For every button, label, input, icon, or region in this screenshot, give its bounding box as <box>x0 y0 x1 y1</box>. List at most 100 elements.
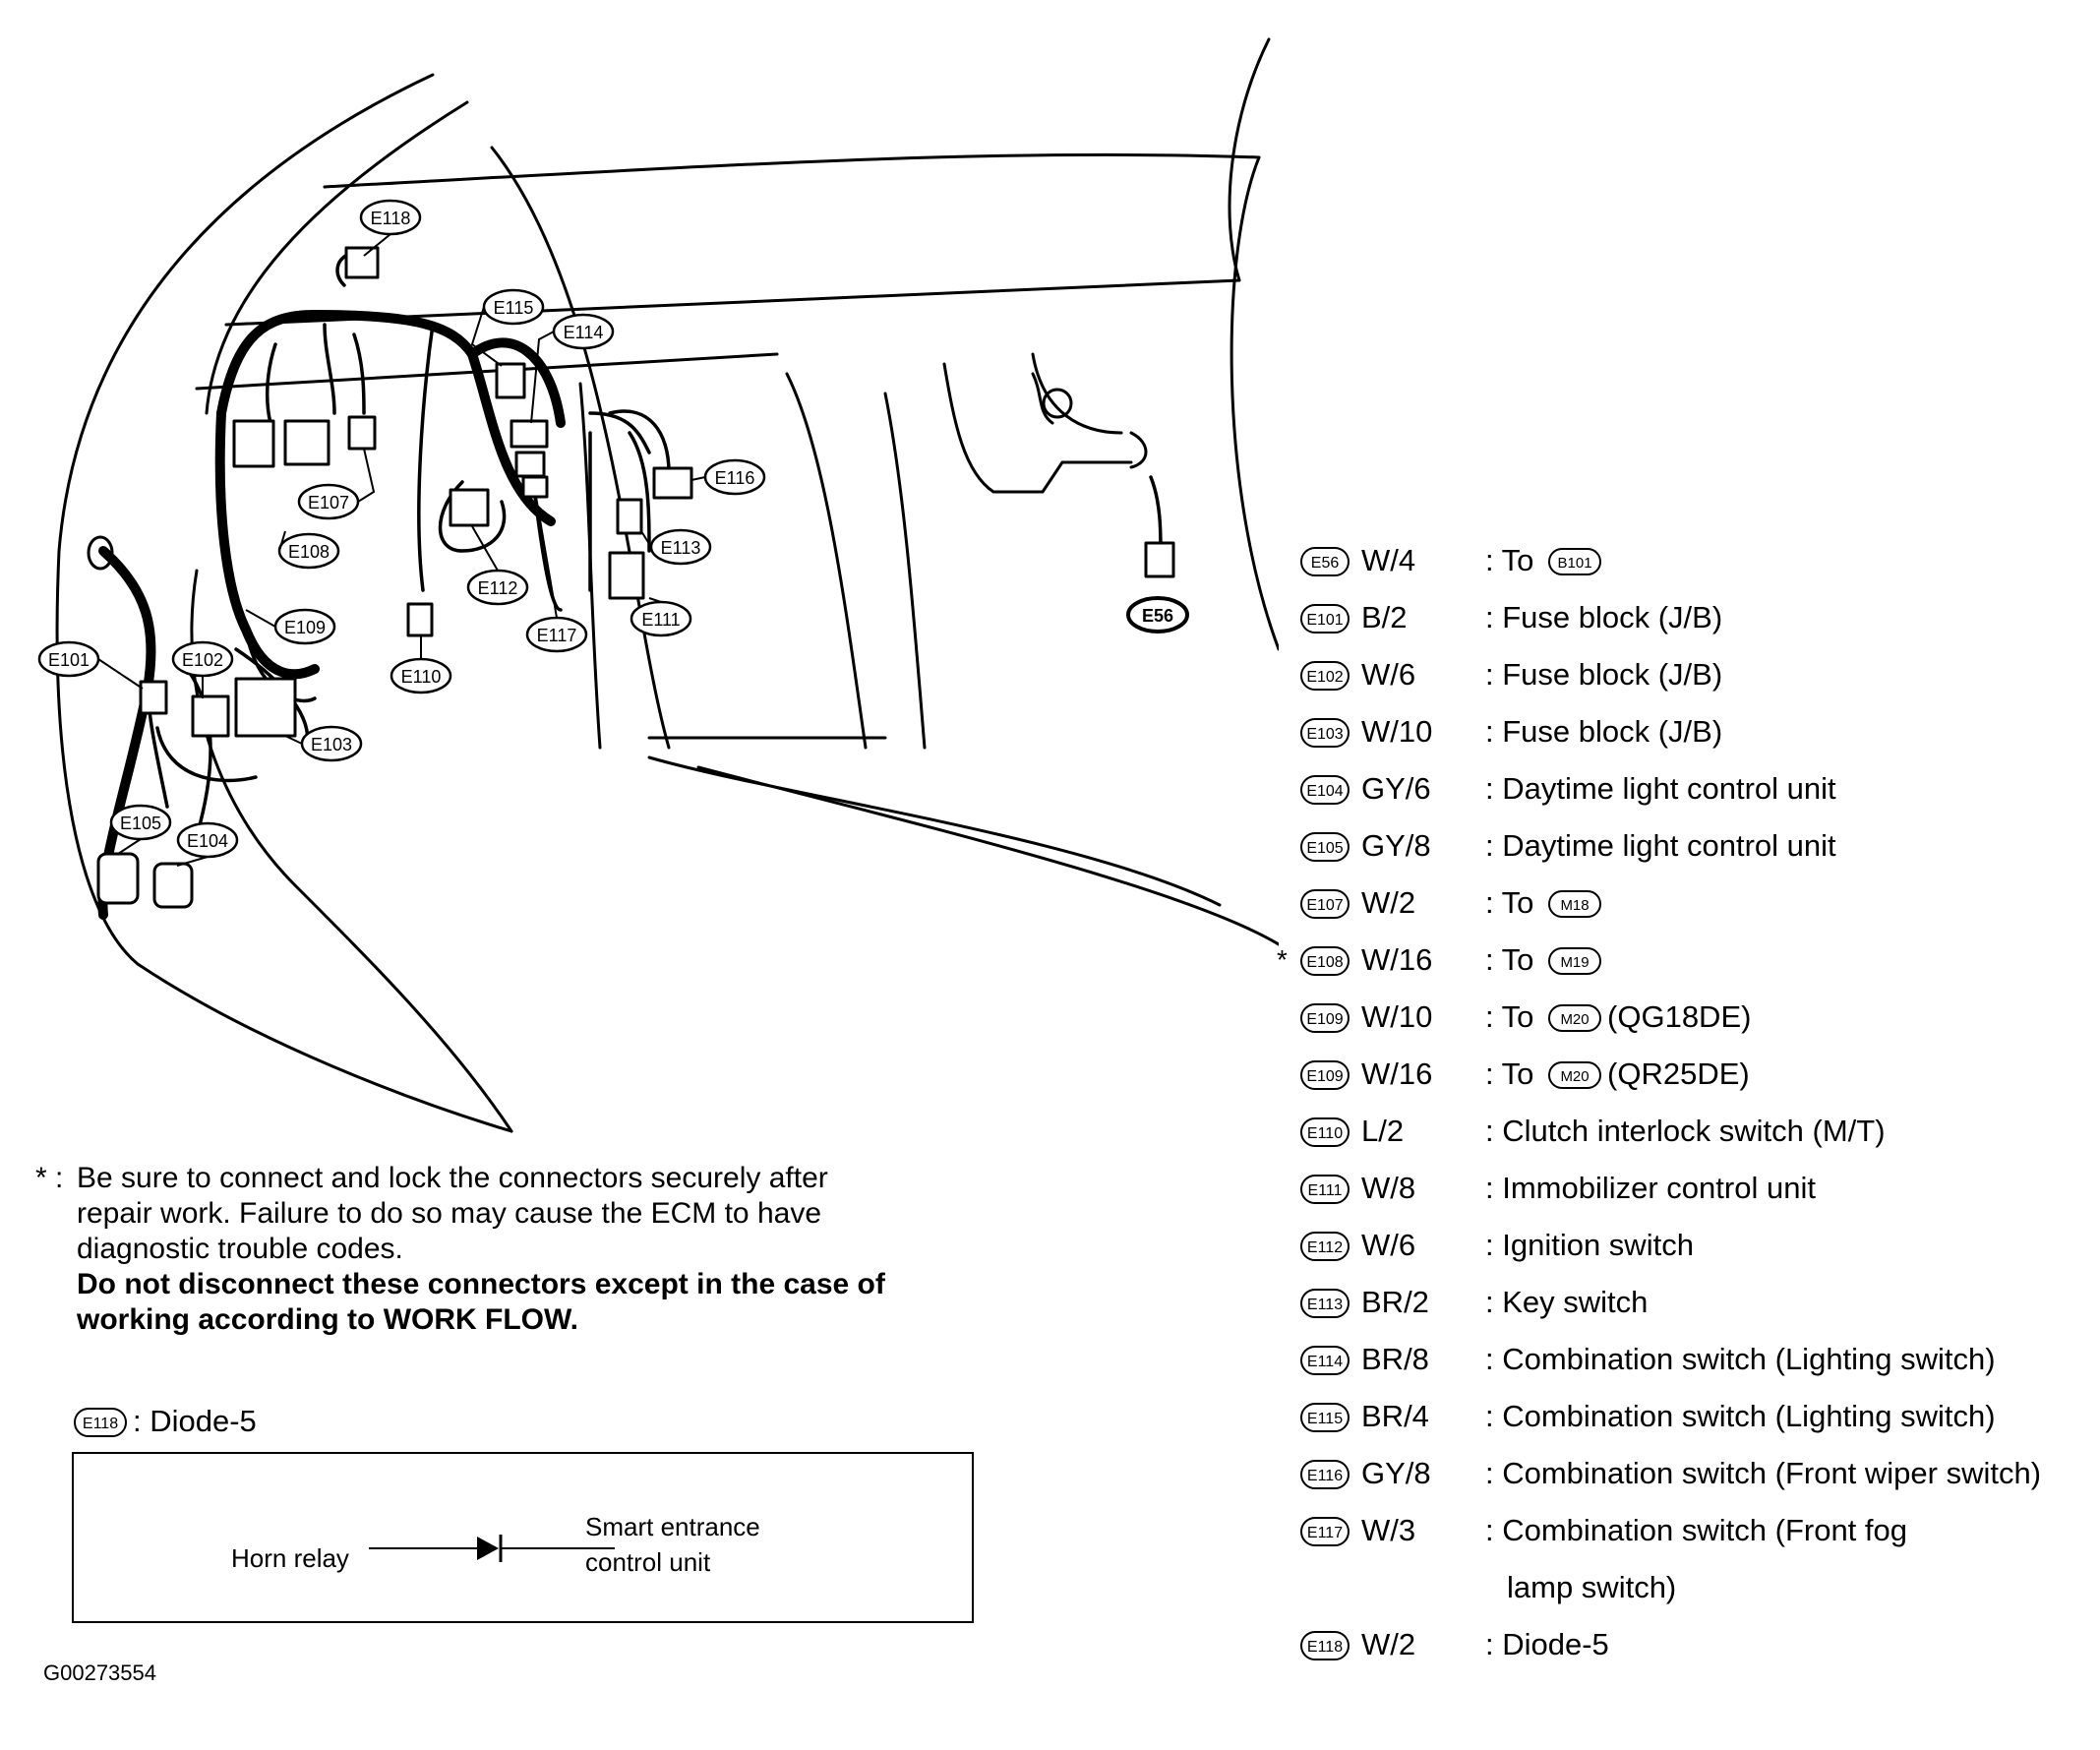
diode-icon <box>369 1535 615 1562</box>
legend-row-E111: E111 W/8 : Immobilizer control unit <box>1300 1169 2087 1208</box>
callout-E107: E107 <box>297 483 360 520</box>
legend-row-E114: E114 BR/8 : Combination switch (Lighting… <box>1300 1340 2087 1379</box>
svg-text:E116: E116 <box>715 468 755 488</box>
wire-color: L/2 <box>1361 1114 1405 1148</box>
callout-E56: E56 <box>1126 596 1189 634</box>
legend-description: : Daytime light control unit <box>1485 828 1836 863</box>
diode-title: E118: Diode-5 <box>74 1402 257 1441</box>
legend-description: : Fuse block (J/B) <box>1485 600 1723 634</box>
svg-text:E103: E103 <box>311 735 352 754</box>
connector-id-badge: E109 <box>1300 1003 1350 1033</box>
connector-id-badge: E109 <box>1300 1060 1350 1090</box>
legend-row-E102: E102 W/6 : Fuse block (J/B) <box>1300 655 2087 694</box>
connector-id-badge: E107 <box>1300 889 1350 919</box>
legend-row-E110: E110 L/2 : Clutch interlock switch (M/T) <box>1300 1112 2087 1151</box>
callout-E101: E101 <box>37 640 100 678</box>
svg-text:E110: E110 <box>401 667 442 687</box>
legend-description: : Combination switch (Front fog <box>1485 1513 1908 1547</box>
wire-color: W/10 <box>1361 714 1433 749</box>
wire-color: GY/8 <box>1361 828 1431 863</box>
harness-diagram: E118 E115 E114 E107 E116 E108 E113 E112 … <box>37 37 1279 1133</box>
note-line: repair work. Failure to do so may cause … <box>77 1197 822 1230</box>
callout-E117: E117 <box>525 616 588 653</box>
legend-row-E107: E107 W/2 : To M18 <box>1300 883 2087 923</box>
wire-color: B/2 <box>1361 600 1408 634</box>
svg-text:E56: E56 <box>1142 606 1173 626</box>
note-line: diagnostic trouble codes. <box>77 1233 403 1265</box>
ref-connector-badge: M19 <box>1548 947 1602 975</box>
legend-description: : Daytime light control unit <box>1485 771 1836 806</box>
legend-description: : Immobilizer control unit <box>1485 1171 1816 1205</box>
connector-id-badge: E111 <box>1300 1175 1350 1204</box>
svg-text:E117: E117 <box>537 626 577 645</box>
note-warning-line: Do not disconnect these connectors excep… <box>77 1268 885 1300</box>
callout-E102: E102 <box>171 640 234 678</box>
ref-connector-badge: M20 <box>1548 1004 1602 1032</box>
legend-description: : To M19 <box>1485 940 1607 980</box>
ref-connector-badge: M18 <box>1548 890 1602 918</box>
legend-description: : Ignition switch <box>1485 1228 1694 1262</box>
note-line: Be sure to connect and lock the connecto… <box>77 1162 828 1194</box>
callout-E111: E111 <box>630 600 692 637</box>
caution-note: * : Be sure to connect and lock the conn… <box>35 1161 980 1338</box>
callout-E108: E108 <box>277 532 340 570</box>
wire-color: BR/2 <box>1361 1285 1429 1319</box>
callout-E116: E116 <box>703 458 766 496</box>
callout-E118: E118 <box>359 199 422 236</box>
wire-color: W/4 <box>1361 543 1416 577</box>
svg-text:E115: E115 <box>494 298 534 318</box>
legend-description: : To M20(QR25DE) <box>1485 1056 1750 1091</box>
legend-description: : To M18 <box>1485 883 1607 923</box>
wire-color: W/16 <box>1361 1056 1433 1091</box>
legend-row-E103: E103 W/10 : Fuse block (J/B) <box>1300 712 2087 752</box>
legend-row-E115: E115 BR/4 : Combination switch (Lighting… <box>1300 1397 2087 1436</box>
wire-color: W/8 <box>1361 1171 1416 1205</box>
svg-text:E109: E109 <box>284 618 326 637</box>
wire-color: BR/4 <box>1361 1399 1429 1433</box>
legend-row-E113: E113 BR/2 : Key switch <box>1300 1283 2087 1322</box>
asterisk-mark: * <box>35 1162 47 1194</box>
connector-id-badge: E116 <box>1300 1460 1350 1489</box>
connector-id-badge: E114 <box>1300 1346 1350 1375</box>
callout-E112: E112 <box>466 569 529 606</box>
svg-text:E102: E102 <box>182 650 223 670</box>
legend-description-continued: lamp switch) <box>1507 1570 1677 1604</box>
ref-connector-badge: B101 <box>1548 548 1602 575</box>
legend-description: : Key switch <box>1485 1285 1649 1319</box>
figure-code: G00273554 <box>43 1660 156 1685</box>
connector-id-badge: E118 <box>1300 1631 1350 1660</box>
legend-row-E104: E104 GY/6 : Daytime light control unit <box>1300 769 2087 809</box>
connector-id-badge: E104 <box>1300 775 1350 805</box>
legend-row-E118: E118 W/2 : Diode-5 <box>1300 1625 2087 1664</box>
connector-id-badge: E101 <box>1300 604 1350 634</box>
wire-color: W/16 <box>1361 942 1433 977</box>
svg-text:E112: E112 <box>478 578 518 598</box>
svg-text:E111: E111 <box>641 610 680 630</box>
wire-color: W/2 <box>1361 885 1416 920</box>
legend-description: : Combination switch (Lighting switch) <box>1485 1399 1996 1433</box>
legend-row-E109-qg18de: E109 W/10 : To M20(QG18DE) <box>1300 997 2087 1037</box>
legend-description: : To B101 <box>1485 541 1607 580</box>
note-colon: : <box>55 1162 64 1194</box>
wire-color: W/10 <box>1361 999 1433 1034</box>
svg-text:E107: E107 <box>308 493 349 513</box>
connector-id-badge: E117 <box>1300 1517 1350 1546</box>
wire-color: W/3 <box>1361 1513 1416 1547</box>
note-warning-line: working according to WORK FLOW. <box>77 1303 578 1336</box>
callout-E115: E115 <box>482 288 545 326</box>
callout-E109: E109 <box>273 608 336 645</box>
connector-id-badge: E115 <box>1300 1403 1350 1432</box>
svg-text:E105: E105 <box>120 814 161 833</box>
horn-relay-label: Horn relay <box>231 1543 349 1573</box>
smart-entrance-label: Smart entrance control unit <box>585 1512 760 1577</box>
legend-description: : Clutch interlock switch (M/T) <box>1485 1114 1886 1148</box>
legend-description: : Combination switch (Front wiper switch… <box>1485 1456 2042 1490</box>
ref-connector-badge: M20 <box>1548 1061 1602 1089</box>
connector-id-badge: E110 <box>1300 1117 1350 1147</box>
callout-E105: E105 <box>109 804 172 841</box>
connector-id-badge: E108 <box>1300 946 1350 976</box>
callout-E104: E104 <box>176 821 239 859</box>
legend-row-E117: E117 W/3 : Combination switch (Front fog <box>1300 1511 2087 1550</box>
connector-id-badge: E102 <box>1300 661 1350 691</box>
